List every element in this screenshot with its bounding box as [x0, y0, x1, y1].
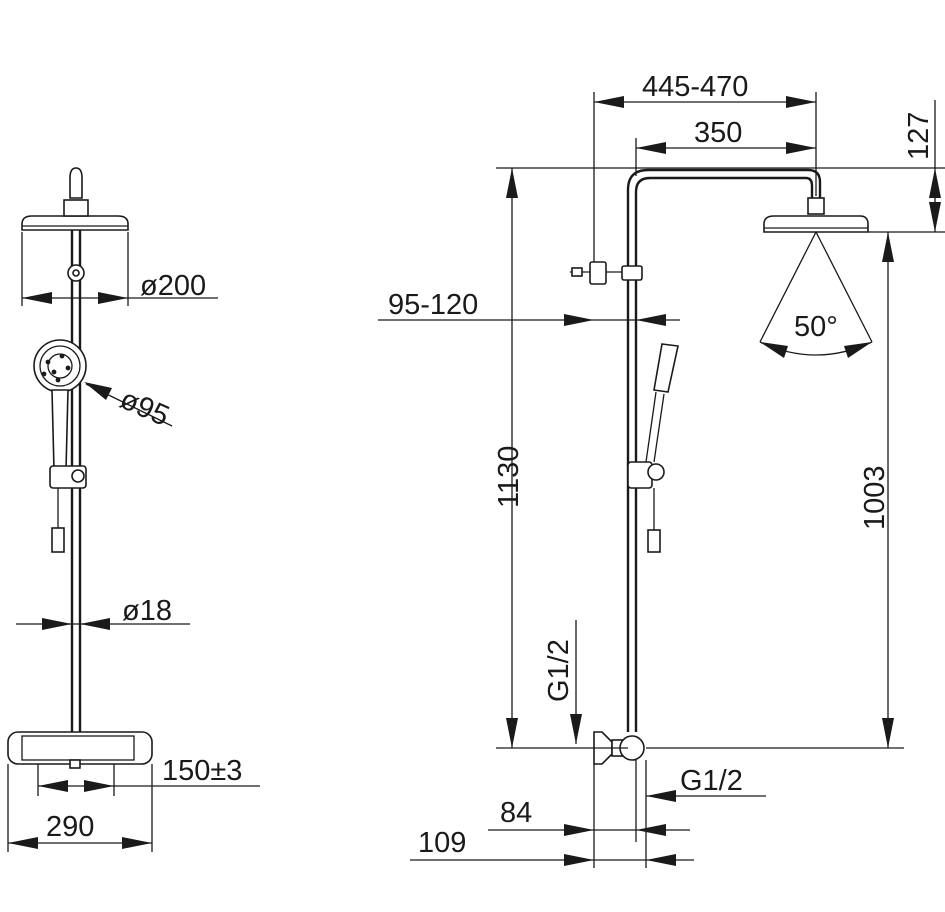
dim-mixer-width [7, 764, 153, 852]
side-mixer [593, 731, 647, 790]
label-total-height: 1130 [493, 446, 525, 508]
hand-shower [33, 339, 87, 553]
dim-head-diameter [21, 232, 218, 306]
dim-rail-diameter [16, 618, 190, 630]
side-hand-shower [627, 343, 679, 553]
label-mixer-depth: 84 [500, 797, 532, 829]
dim-head-drop [496, 100, 945, 233]
label-arm-reach: 445-470 [642, 71, 748, 103]
dim-inlet-spacing [38, 780, 260, 792]
label-arm-length: 350 [694, 117, 742, 149]
front-view: ø200 ø95 ø18 150±3 290 [7, 167, 260, 852]
label-spray-angle: 50° [794, 311, 838, 343]
label-head-drop: 127 [903, 112, 935, 160]
dim-total-depth [410, 790, 694, 868]
thermostatic-mixer [7, 731, 153, 796]
wall-bracket [570, 261, 643, 285]
dim-total-height [496, 168, 628, 749]
label-total-depth: 109 [418, 827, 466, 859]
label-head-height: 1003 [859, 465, 891, 530]
label-inlet-spacing: 150±3 [162, 755, 242, 787]
dim-inlet-thread-outlet [646, 790, 766, 802]
dim-mixer-depth [488, 764, 690, 868]
label-wall-clearance: 95-120 [388, 289, 478, 321]
dim-inlet-thread-top [570, 620, 582, 744]
label-inlet-thread-outlet: G1/2 [680, 765, 743, 797]
overhead-shower-head [21, 167, 129, 231]
dim-handshower-diameter [84, 382, 173, 427]
label-mixer-width: 290 [46, 811, 94, 843]
label-rail-diameter: ø18 [122, 595, 172, 627]
label-head-diameter: ø200 [140, 270, 206, 302]
label-handshower-diameter: ø95 [115, 383, 174, 433]
dim-wall-clearance [378, 314, 680, 326]
side-shower-head [763, 197, 869, 233]
label-inlet-thread-top: G1/2 [543, 639, 575, 702]
spray-cone [759, 231, 873, 358]
dim-arm-length [635, 138, 816, 176]
riser-pipe [626, 168, 822, 732]
dim-head-height [646, 232, 904, 749]
side-view: 50° 445-470 350 127 [378, 71, 945, 868]
dim-arm-reach [593, 92, 817, 262]
